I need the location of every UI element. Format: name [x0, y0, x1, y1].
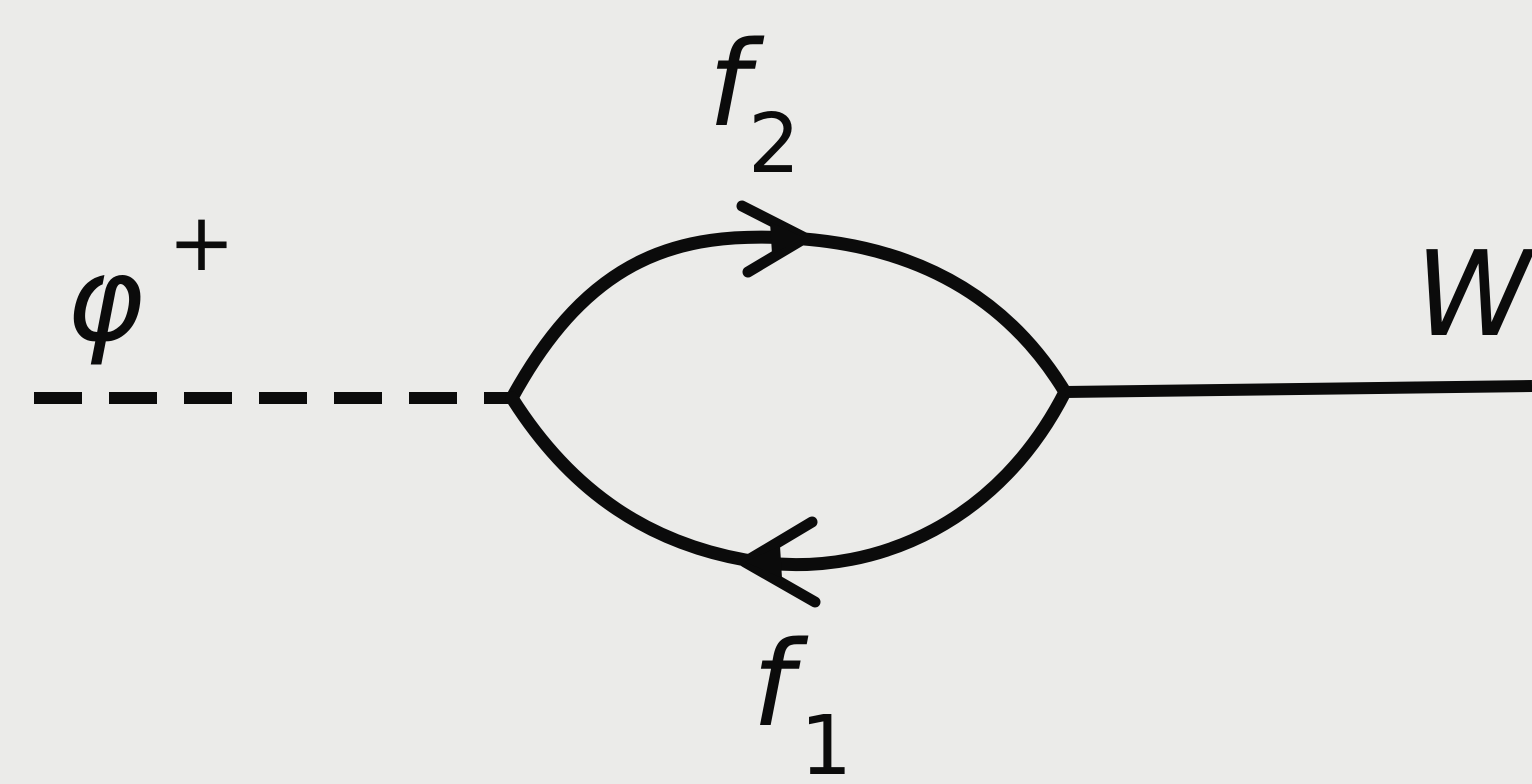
fermion-bottom-index: 1	[800, 699, 852, 784]
arrow-right-icon	[736, 200, 811, 278]
scalar-charge-label: +	[168, 196, 235, 289]
boson-label: W	[1415, 225, 1532, 363]
fermion-top-index: 2	[748, 97, 800, 192]
arrow-left-icon	[739, 516, 821, 608]
w-boson-line	[1064, 380, 1532, 398]
scalar-label: φ	[66, 230, 144, 368]
fermion-loop-upper-arc	[505, 230, 1072, 405]
